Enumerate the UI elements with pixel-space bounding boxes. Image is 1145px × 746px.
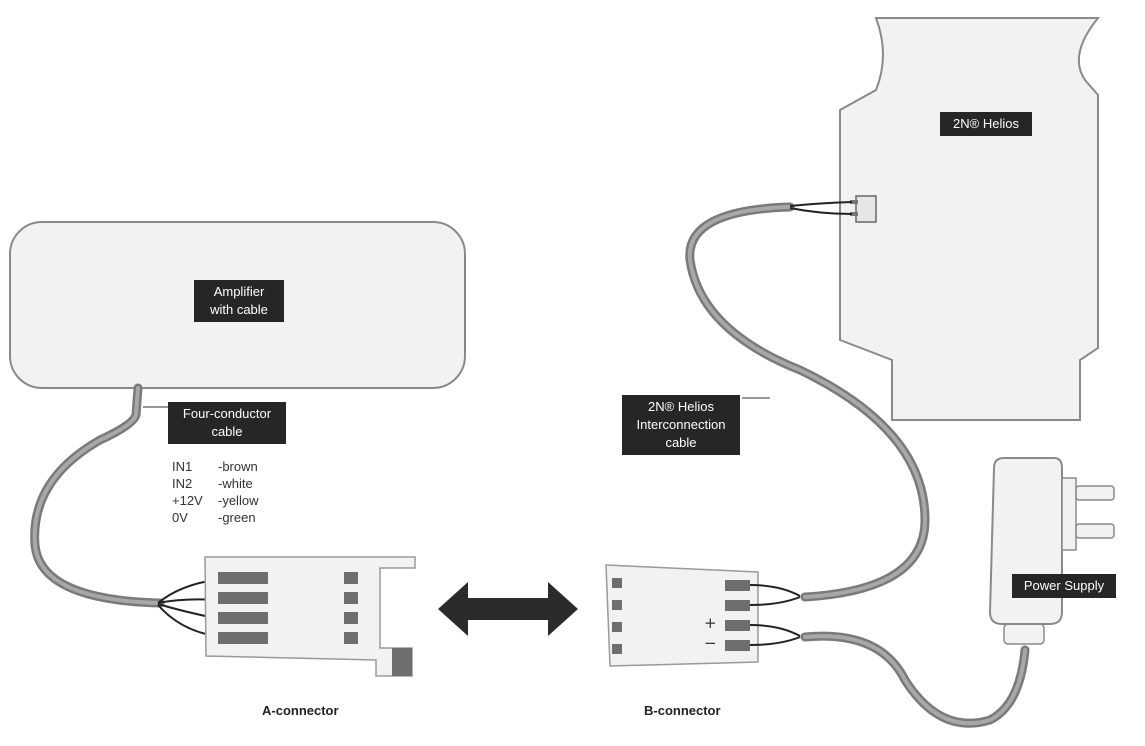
power-supply-label: Power Supply — [1012, 574, 1116, 598]
wire-row: 0V-green — [172, 510, 256, 525]
b-connector-caption: B-connector — [644, 703, 721, 718]
a-connector — [204, 556, 416, 677]
wire-row: +12V-yellow — [172, 493, 259, 508]
double-arrow-icon — [438, 582, 578, 636]
helios-unit — [839, 17, 1101, 421]
minus-sign: − — [704, 634, 717, 652]
b-connector — [605, 564, 759, 667]
power-supply-cable — [800, 631, 1030, 728]
wire-row: IN1-brown — [172, 459, 258, 474]
helios-socket — [855, 195, 877, 223]
a-connector-caption: A-connector — [262, 703, 339, 718]
amplifier-label: Amplifier with cable — [194, 280, 284, 322]
interconnection-label: 2N® Helios Interconnection cable — [622, 395, 740, 455]
wire-color-list: IN1-brown IN2-white +12V-yellow 0V-green — [172, 458, 258, 526]
wire-row: IN2-white — [172, 476, 253, 491]
helios-label: 2N® Helios — [940, 112, 1032, 136]
four-conductor-label: Four-conductor cable — [168, 402, 286, 444]
plus-sign: + — [704, 614, 717, 632]
power-supply-unit — [988, 457, 1115, 645]
four-conductor-cable — [30, 383, 165, 608]
